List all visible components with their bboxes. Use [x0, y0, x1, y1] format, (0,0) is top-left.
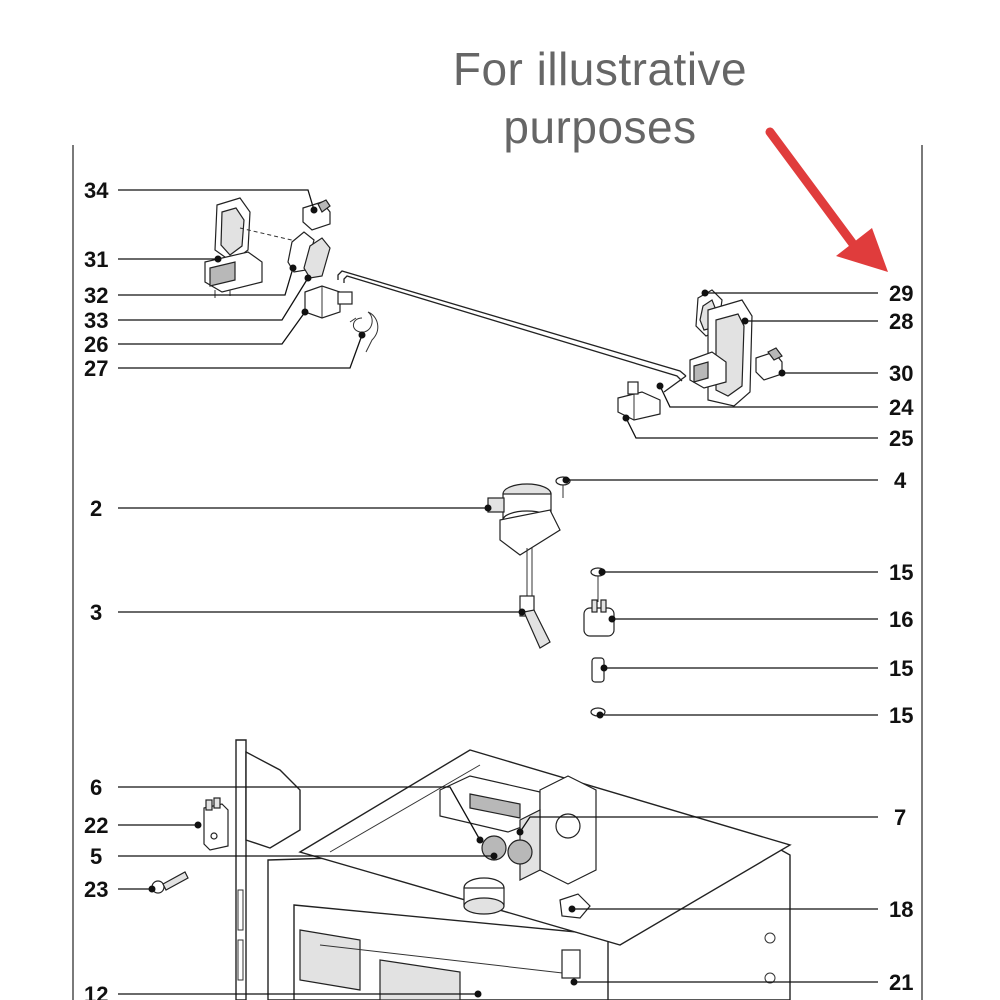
left-latch-assembly	[204, 197, 301, 298]
part-number-15-middle: 15	[889, 656, 913, 681]
part-number-6: 6	[90, 775, 102, 800]
part-number-22: 22	[84, 813, 108, 838]
part-number-15-top: 15	[889, 560, 913, 585]
red-arrow-icon	[765, 127, 888, 272]
part-number-30: 30	[889, 361, 913, 386]
part-number-34: 34	[84, 178, 109, 203]
part-number-24: 24	[889, 395, 914, 420]
caption-line-2: purposes	[503, 101, 697, 153]
part-number-31: 31	[84, 247, 108, 272]
part-number-7: 7	[894, 805, 906, 830]
part-number-29: 29	[889, 281, 913, 306]
part-number-5: 5	[90, 844, 102, 869]
paddle-3	[519, 595, 551, 649]
connecting-rod	[337, 270, 687, 393]
part-number-15-bottom: 15	[889, 703, 913, 728]
cabinet-frame	[235, 739, 792, 1000]
right-latch-assembly	[689, 289, 753, 407]
part-number-labels: 34 31 32 33 26 27 29 28 30 24 25 4 2 15 …	[84, 178, 914, 1000]
switch-34	[302, 199, 331, 231]
leader-lines	[118, 189, 878, 998]
part-number-26: 26	[84, 332, 108, 357]
bracket-33	[304, 285, 353, 319]
part-number-23: 23	[84, 877, 108, 902]
part-number-27: 27	[84, 356, 108, 381]
bracket-22	[203, 797, 229, 851]
part-number-3: 3	[90, 600, 102, 625]
timer-motor-2	[487, 483, 561, 596]
spring-27	[349, 311, 379, 353]
part-number-28: 28	[889, 309, 913, 334]
switch-30	[755, 347, 783, 381]
caption-line-1: For illustrative	[452, 43, 748, 95]
illustrative-caption: For illustrative purposes	[400, 40, 800, 156]
part-number-4: 4	[894, 468, 907, 493]
fastener-stack-15-16	[583, 567, 615, 717]
part-number-16: 16	[889, 607, 913, 632]
switch-32	[287, 231, 331, 279]
part-number-32: 32	[84, 283, 108, 308]
part-number-18: 18	[889, 897, 913, 922]
part-number-33: 33	[84, 308, 108, 333]
bracket-25	[617, 381, 661, 421]
part-number-21: 21	[889, 970, 913, 995]
part-number-12: 12	[84, 982, 108, 1000]
screw-23	[151, 871, 189, 894]
part-number-2: 2	[90, 496, 102, 521]
part-number-25: 25	[889, 426, 913, 451]
